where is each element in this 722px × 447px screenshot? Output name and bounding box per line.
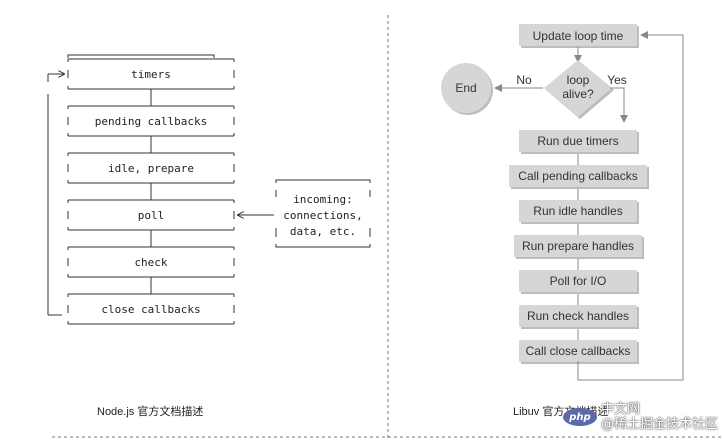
incoming-line-3: data, etc. [290, 225, 356, 238]
phase-label: close callbacks [101, 303, 200, 316]
end-label: End [455, 81, 476, 95]
top-bracket [67, 54, 215, 58]
incoming-box: incoming: connections, data, etc. [275, 179, 371, 248]
step-label: Call pending callbacks [518, 169, 637, 183]
step-box [519, 305, 637, 327]
php-logo: php [562, 408, 597, 426]
loop-back-arrow [577, 31, 684, 381]
watermark-line-2: @稀土掘金技术社区 [600, 417, 718, 432]
step-label: Call close callbacks [526, 344, 631, 358]
phase-label: timers [131, 68, 171, 81]
step-box [514, 235, 642, 257]
decision-diamond [544, 60, 612, 117]
watermark-line-1: 中文网 [600, 402, 640, 417]
step-label: Poll for I/O [550, 274, 607, 288]
phase-label: pending callbacks [95, 115, 208, 128]
step-box [519, 270, 637, 292]
step-box [519, 340, 637, 362]
step-label: Run due timers [537, 134, 618, 148]
yes-arrow [610, 87, 628, 123]
step-label: Run check handles [527, 309, 629, 323]
update-box [519, 24, 637, 46]
nodejs-caption: Node.js 官方文档描述 [97, 406, 204, 418]
step-label: Run idle handles [533, 204, 622, 218]
incoming-line-2: connections, [283, 209, 362, 222]
phase-label: poll [138, 209, 165, 222]
step-box [519, 200, 637, 222]
phase-label: idle, prepare [108, 162, 194, 175]
step-box [509, 165, 647, 187]
decision-line-2: alive? [562, 87, 594, 101]
nodejs-phases-group: timers pending callbacks idle, prepare poll… [67, 58, 235, 325]
yes-label: Yes [607, 73, 627, 87]
step-label: Run prepare handles [522, 239, 634, 253]
update-label: Update loop time [533, 29, 624, 43]
step-box [519, 130, 637, 152]
watermark-text: 中文网 @稀土掘金技术社区 [601, 402, 718, 432]
incoming-line-1: incoming: [293, 193, 353, 206]
end-circle [441, 63, 491, 113]
watermark: php 中文网 @稀土掘金技术社区 [562, 402, 718, 432]
phase-label: check [134, 256, 167, 269]
no-label: No [516, 73, 532, 87]
decision-line-1: loop [567, 73, 590, 87]
